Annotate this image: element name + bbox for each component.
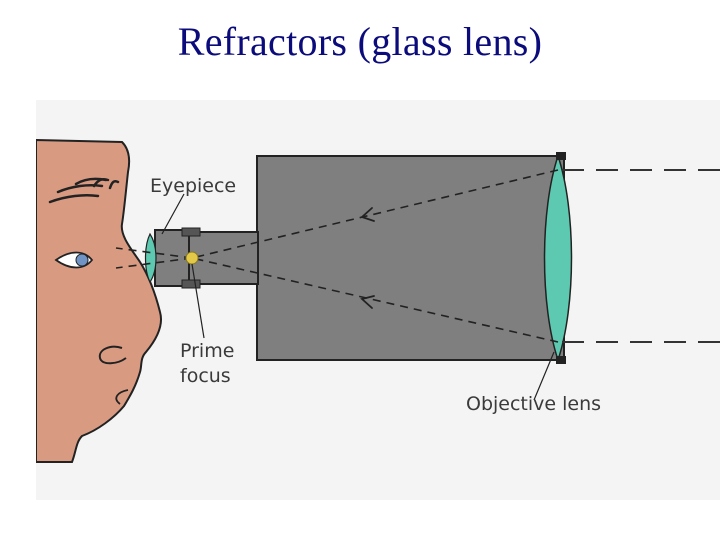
diagram-svg: Eyepiece Prime focus Objective lens bbox=[36, 100, 720, 500]
lens-mount-bottom bbox=[556, 356, 566, 364]
lips bbox=[115, 389, 129, 405]
converging-light-rays bbox=[115, 169, 559, 343]
light-ray-arrow bbox=[360, 207, 375, 309]
face-illustration bbox=[36, 138, 162, 463]
objective-lens-label: Objective lens bbox=[466, 393, 601, 415]
page-title: Refractors (glass lens) bbox=[177, 19, 543, 64]
prime-focus-point bbox=[185, 251, 199, 265]
prime-focus-label-line2: focus bbox=[180, 365, 231, 387]
refractor-diagram: Eyepiece Prime focus Objective lens bbox=[36, 100, 720, 500]
eyebrow bbox=[48, 177, 120, 204]
incoming-light-rays bbox=[558, 169, 720, 343]
label-leaders bbox=[161, 193, 555, 401]
eye-icon bbox=[54, 251, 94, 269]
nostril bbox=[98, 345, 127, 365]
eyepiece-lens bbox=[144, 232, 157, 284]
eyepiece-label: Eyepiece bbox=[150, 175, 236, 197]
lens-mount-top bbox=[556, 152, 566, 160]
prime-focus-label-line1: Prime bbox=[180, 340, 234, 362]
